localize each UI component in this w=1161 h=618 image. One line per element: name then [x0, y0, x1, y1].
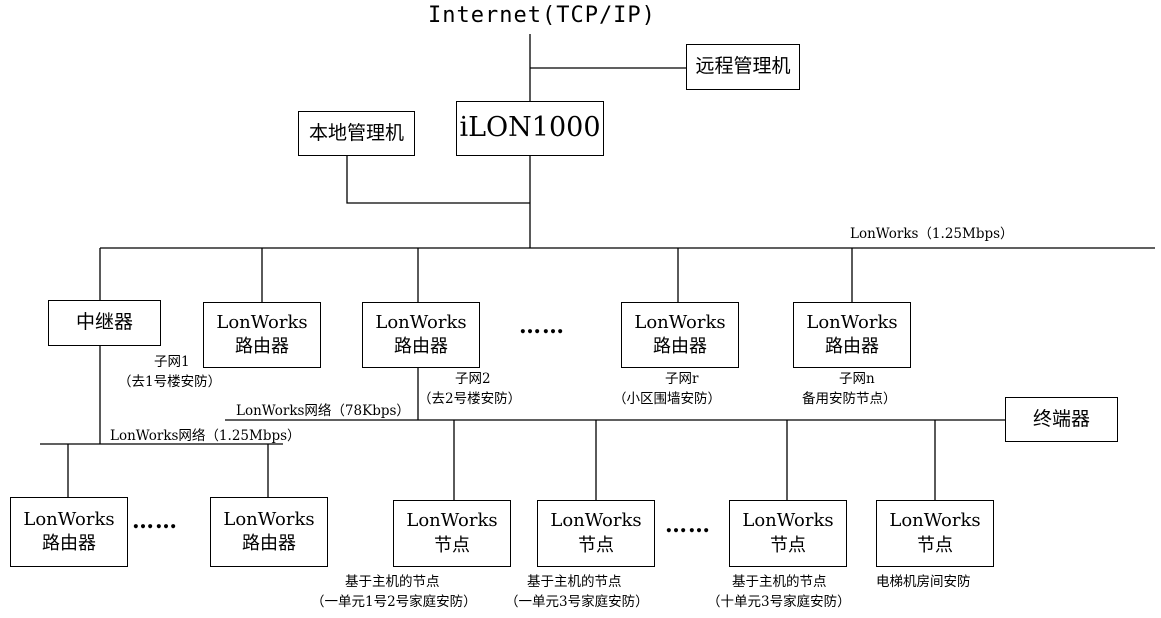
terminal-label: 终端器	[1032, 407, 1090, 430]
node2-caption-line1: 基于主机的节点	[527, 574, 622, 590]
subnetn-desc: 备用安防节点）	[802, 391, 897, 407]
router-label-line1: LonWorks	[23, 508, 115, 530]
router-label-line2: 路由器	[42, 533, 96, 554]
net-78kbps-label: LonWorks网络（78Kbps）	[236, 403, 410, 419]
repeater-label: 中继器	[75, 311, 133, 334]
net-125mbps-label: LonWorks网络（1.25Mbps）	[110, 428, 301, 444]
subnet1-name: 子网1	[154, 354, 190, 370]
node-label-line2: 节点	[770, 534, 806, 556]
backbone-label: LonWorks（1.25Mbps）	[850, 226, 1014, 242]
repeater-box: 中继器	[48, 300, 161, 346]
router-label-line2: 路由器	[394, 336, 448, 357]
ilon-label: iLON1000	[459, 112, 601, 144]
ilon-box: iLON1000	[456, 101, 604, 156]
node3-caption-line2: （十单元3号家庭安防）	[707, 594, 851, 610]
bottom-router2-box: LonWorks 路由器	[210, 497, 328, 567]
ellipsis-routers: ……	[519, 313, 565, 339]
bottom-router1-box: LonWorks 路由器	[10, 497, 128, 567]
node2-caption-line2: （一单元3号家庭安防）	[505, 594, 649, 610]
node-label-line2: 节点	[917, 534, 953, 556]
node3-box: LonWorks 节点	[729, 500, 847, 567]
node4-box: LonWorks 节点	[876, 500, 994, 567]
node3-caption-line1: 基于主机的节点	[732, 574, 827, 590]
remote-manager-label: 远程管理机	[695, 55, 791, 78]
router-subnet1-box: LonWorks 路由器	[203, 302, 321, 368]
router-label-line1: LonWorks	[375, 311, 467, 333]
subnetn-name: 子网n	[839, 371, 875, 387]
node1-caption-line1: 基于主机的节点	[345, 574, 440, 590]
node1-caption-line2: （一单元1号2号家庭安防）	[311, 594, 477, 610]
remote-manager-box: 远程管理机	[686, 44, 800, 90]
subnetr-desc: （小区围墙安防）	[613, 391, 721, 407]
router-label-line2: 路由器	[825, 336, 879, 357]
node-label-line2: 节点	[578, 534, 614, 556]
router-subnetr-box: LonWorks 路由器	[621, 302, 739, 368]
node4-caption-line1: 电梯机房间安防	[876, 574, 971, 590]
node1-box: LonWorks 节点	[393, 500, 511, 567]
router-subnetn-box: LonWorks 路由器	[793, 302, 911, 368]
subnet2-desc: （去2号楼安防）	[418, 391, 522, 407]
subnetr-name: 子网r	[665, 371, 699, 387]
local-manager-label: 本地管理机	[308, 121, 404, 144]
node-label-line1: LonWorks	[889, 510, 981, 532]
subnet1-desc: （去1号楼安防）	[118, 374, 222, 390]
ellipsis-bottom-routers: ……	[132, 508, 178, 534]
router-label-line2: 路由器	[235, 336, 289, 357]
router-label-line1: LonWorks	[634, 311, 726, 333]
internet-label: Internet(TCP/IP)	[428, 3, 656, 28]
terminal-box: 终端器	[1005, 397, 1118, 442]
router-label-line1: LonWorks	[216, 311, 308, 333]
node-label-line1: LonWorks	[550, 510, 642, 532]
subnet2-name: 子网2	[455, 371, 491, 387]
node-label-line2: 节点	[434, 534, 470, 556]
ellipsis-nodes: ……	[665, 512, 711, 538]
node-label-line1: LonWorks	[742, 510, 834, 532]
local-manager-box: 本地管理机	[298, 111, 415, 156]
node-label-line1: LonWorks	[406, 510, 498, 532]
node2-box: LonWorks 节点	[537, 500, 655, 567]
router-label-line1: LonWorks	[223, 508, 315, 530]
router-subnet2-box: LonWorks 路由器	[362, 302, 480, 368]
local-manager-link-line	[346, 156, 530, 204]
router-label-line1: LonWorks	[806, 311, 898, 333]
router-label-line2: 路由器	[653, 336, 707, 357]
router-label-line2: 路由器	[242, 533, 296, 554]
